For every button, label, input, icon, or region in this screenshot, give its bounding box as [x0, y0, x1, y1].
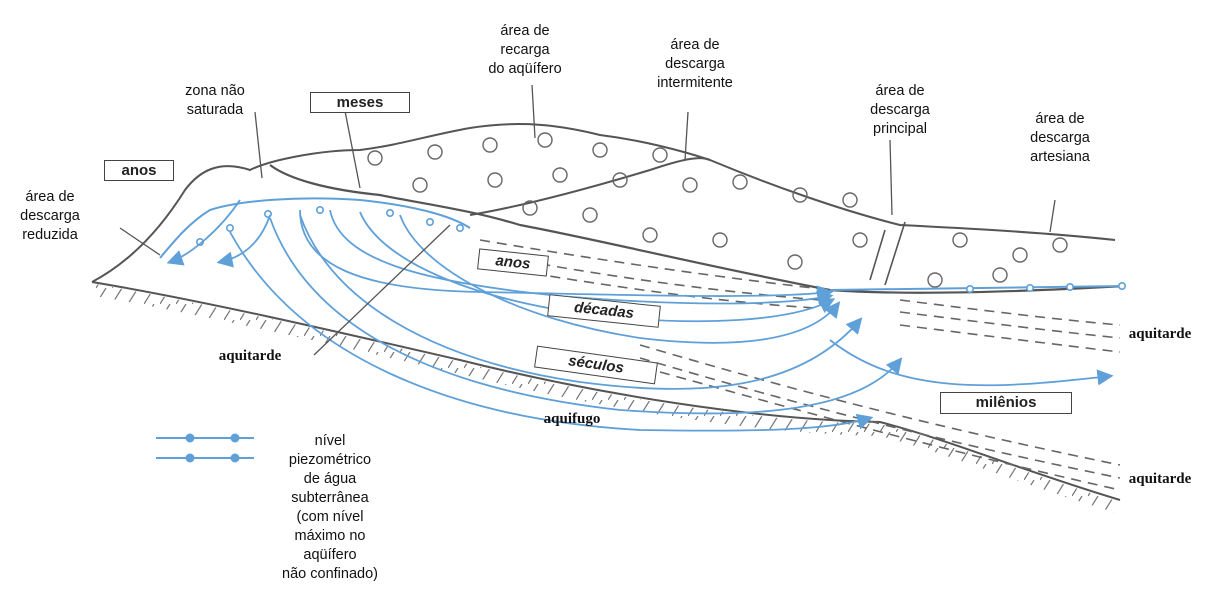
label-area-descarga-artesiana: área de descarga artesiana: [1005, 110, 1115, 167]
label-area-descarga-principal: área de descarga principal: [845, 82, 955, 139]
label-aquitarde-left: aquitarde: [195, 347, 305, 366]
timebox-anos-left: anos: [104, 160, 174, 181]
label-area-recarga: área de recarga do aqüífero: [470, 22, 580, 79]
label-area-descarga-reduzida: área de descarga reduzida: [0, 188, 100, 245]
timebox-milenios: milênios: [940, 392, 1072, 414]
label-aquifugo: aquifugo: [522, 410, 622, 429]
terrain: [92, 124, 1125, 293]
label-aquitarde-right-bottom: aquitarde: [1110, 470, 1210, 489]
label-zona-nao-saturada: zona não saturada: [160, 82, 270, 120]
legend-symbol: [150, 428, 260, 468]
vegetation: [368, 133, 1067, 287]
legend-text: nível piezométrico de água subterrânea (…: [260, 432, 400, 584]
label-area-descarga-intermitente: área de descarga intermitente: [630, 36, 760, 93]
label-aquitarde-right-top: aquitarde: [1110, 325, 1210, 344]
timebox-meses: meses: [310, 92, 410, 113]
